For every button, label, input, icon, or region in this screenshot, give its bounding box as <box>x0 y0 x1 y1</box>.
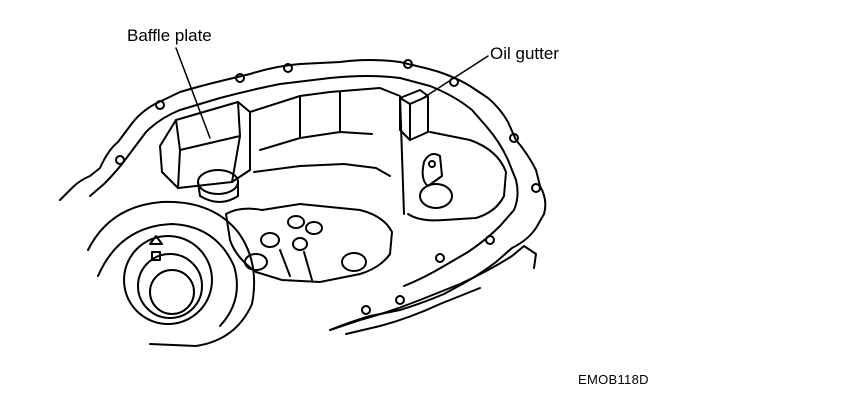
oil-gutter <box>399 89 429 141</box>
bearing-housing-outer <box>87 200 256 347</box>
baffle-plate-leader <box>175 47 211 139</box>
oil-hole <box>260 232 280 248</box>
baffle-plate-face <box>175 101 241 151</box>
flange-bolt-holes <box>115 59 541 315</box>
bolt-hole <box>115 155 125 165</box>
bracket <box>421 153 443 187</box>
baffle-plate <box>159 101 251 189</box>
oil-gutter-leader <box>419 55 489 101</box>
bolt-hole <box>395 295 405 305</box>
bracket-hole <box>428 160 436 168</box>
bolt-hole <box>509 133 519 143</box>
internal-rib <box>259 131 373 151</box>
figure-code: EMOB118D <box>578 372 649 387</box>
bearing-housing-mid <box>97 223 238 327</box>
bearing-race <box>137 253 203 319</box>
oil-hole <box>305 221 323 235</box>
right-pocket <box>407 131 507 222</box>
oil-hole <box>287 215 305 229</box>
bearing-bore <box>149 269 195 315</box>
bearing-marker <box>149 235 163 261</box>
internal-rib <box>299 91 341 139</box>
plug-side <box>197 181 239 203</box>
bolt-hole <box>403 59 413 69</box>
bolt-hole <box>155 100 165 110</box>
bolt-hole <box>531 183 541 193</box>
oil-hole <box>244 253 268 271</box>
oil-gutter-label: Oil gutter <box>490 44 559 63</box>
lower-flange-edge <box>345 287 481 335</box>
internal-rib <box>249 87 405 215</box>
bolt-hole <box>485 235 495 245</box>
bolt-hole <box>361 305 371 315</box>
bolt-hole <box>283 63 293 73</box>
internal-rib <box>253 163 391 177</box>
lower-flange <box>329 245 537 331</box>
oil-passage <box>279 249 313 281</box>
oil-holes <box>244 215 367 272</box>
bearing-ring <box>123 235 213 325</box>
oil-hole <box>341 252 367 272</box>
case-flange-outline <box>59 59 547 331</box>
baffle-plate-label: Baffle plate <box>127 26 212 45</box>
oil-hole <box>292 237 308 251</box>
bolt-hole <box>235 73 245 83</box>
bolt-hole <box>435 253 445 263</box>
pocket-bore <box>419 183 453 209</box>
